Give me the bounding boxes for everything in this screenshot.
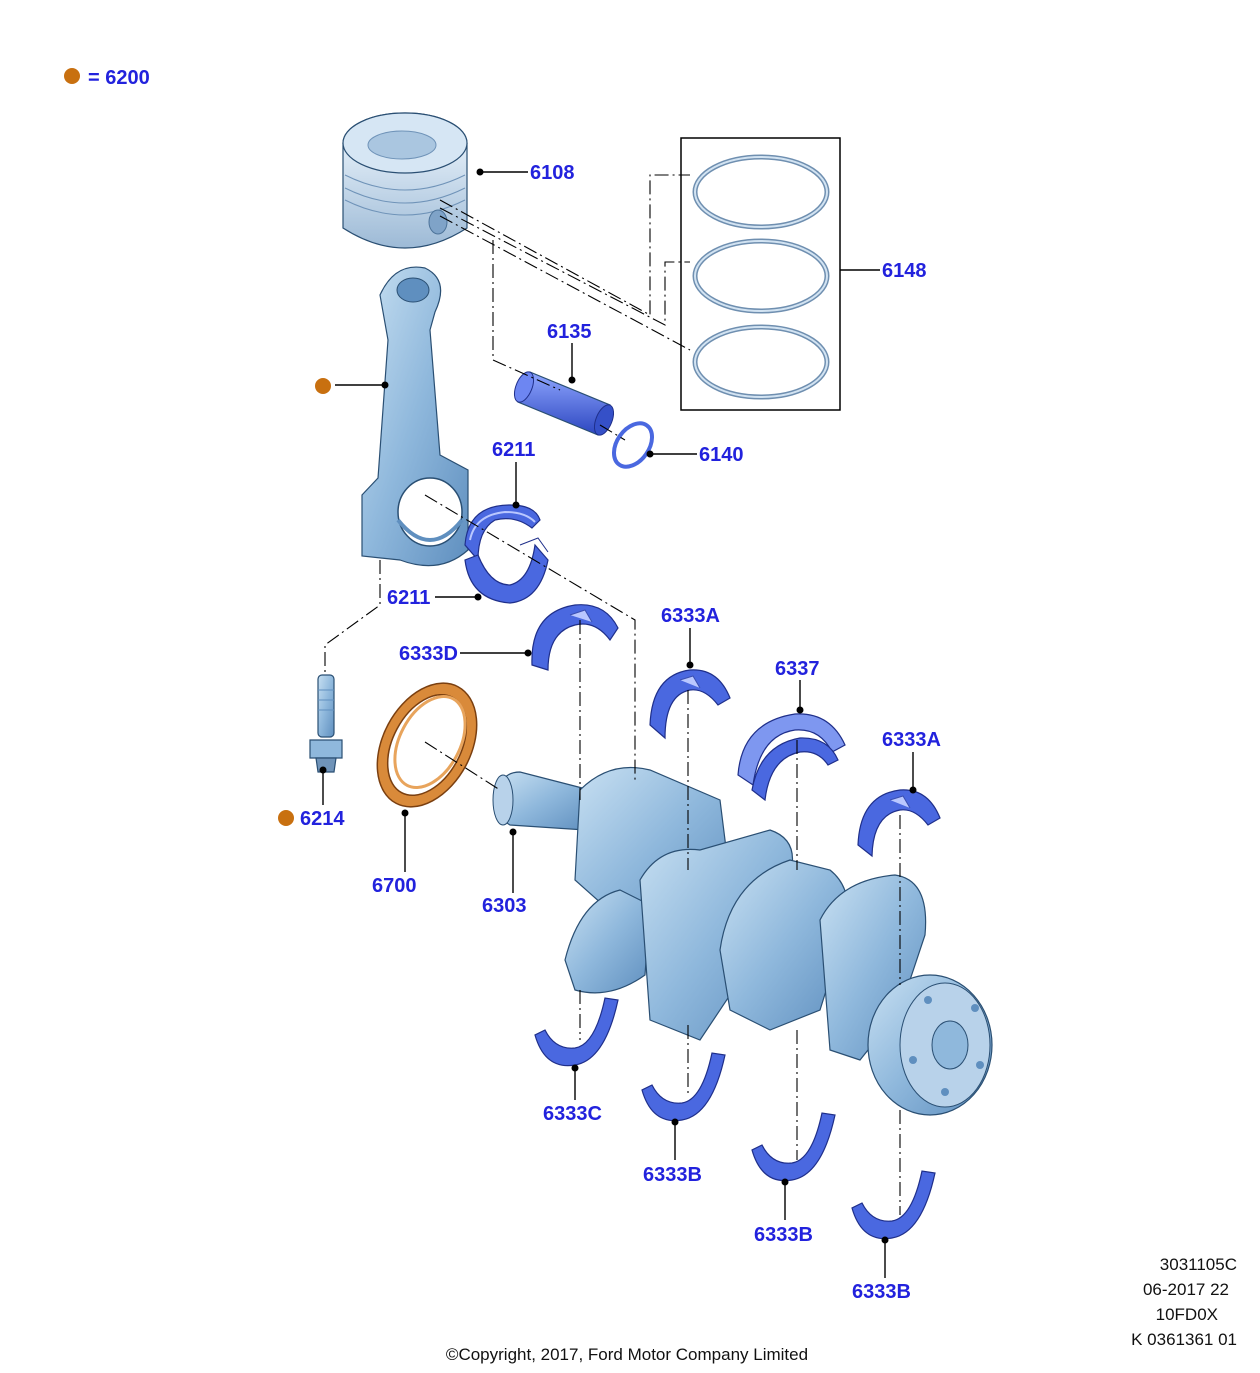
label-main-top-1[interactable]: 6333A: [661, 605, 720, 627]
label-piston[interactable]: 6108: [530, 162, 575, 184]
label-rings[interactable]: 6148: [882, 260, 927, 282]
main-bearing-lower-b-1[interactable]: [641, 1052, 726, 1122]
piston[interactable]: [342, 112, 468, 249]
main-bearing-lower-b-2[interactable]: [751, 1112, 836, 1182]
piston-rings[interactable]: [680, 137, 841, 411]
assembly-lines: [324, 174, 901, 1215]
main-bearing-lower-b-3[interactable]: [851, 1170, 936, 1240]
rod-bolt[interactable]: [309, 674, 343, 773]
main-bearing-upper-d[interactable]: [531, 604, 619, 671]
leader-lines: [278, 168, 917, 1278]
label-seal[interactable]: 6700: [372, 875, 417, 897]
label-main-top-2[interactable]: 6333A: [882, 729, 941, 751]
rod-dot-icon: [315, 378, 331, 394]
ref-line-3: 10FD0X: [1156, 1305, 1218, 1324]
rod-bearing-upper[interactable]: [464, 504, 541, 562]
ref-line-4: K 0361361 01: [1131, 1330, 1237, 1349]
label-main-bottom-4[interactable]: 6333B: [852, 1281, 911, 1303]
crankshaft[interactable]: [492, 766, 993, 1116]
label-bearing-upper[interactable]: 6211: [492, 439, 535, 461]
thrust-washer[interactable]: [737, 713, 846, 802]
main-bearing-upper-a-2[interactable]: [857, 789, 941, 858]
copyright: ©Copyright, 2017, Ford Motor Company Lim…: [446, 1345, 808, 1364]
ref-line-1: 3031105C: [1160, 1255, 1237, 1274]
rear-main-seal[interactable]: [357, 666, 497, 824]
rod-bearing-lower[interactable]: [464, 537, 549, 604]
legend-dot-icon: [64, 68, 80, 84]
pin-clip[interactable]: [606, 416, 660, 474]
label-bearing-lower[interactable]: 6211: [387, 587, 430, 609]
piston-pin[interactable]: [511, 369, 618, 438]
label-thrust-top[interactable]: 6333D: [399, 643, 458, 665]
reference-block: 3031105C 06-2017 22 10FD0X K 0361361 01 …: [446, 1255, 1237, 1364]
label-main-bottom-2[interactable]: 6333B: [643, 1164, 702, 1186]
label-main-bottom-1[interactable]: 6333C: [543, 1103, 602, 1125]
callout-labels: 6108 6148 6135 6140 6211 6211 6333D 6333…: [300, 162, 941, 1303]
legend: = 6200: [64, 67, 150, 89]
label-crankshaft[interactable]: 6303: [482, 895, 527, 917]
label-bolt[interactable]: 6214: [300, 808, 345, 830]
legend-text: = 6200: [88, 67, 150, 89]
ref-line-2: 06-2017 22: [1143, 1280, 1229, 1299]
label-pin[interactable]: 6135: [547, 321, 592, 343]
main-bearing-lower-c[interactable]: [534, 997, 619, 1067]
label-main-bottom-3[interactable]: 6333B: [754, 1224, 813, 1246]
label-clip[interactable]: 6140: [699, 444, 744, 466]
label-thrust-washer[interactable]: 6337: [775, 658, 820, 680]
connecting-rod[interactable]: [361, 266, 469, 567]
main-bearing-upper-a-1[interactable]: [649, 669, 731, 740]
bolt-dot-icon: [278, 810, 294, 826]
